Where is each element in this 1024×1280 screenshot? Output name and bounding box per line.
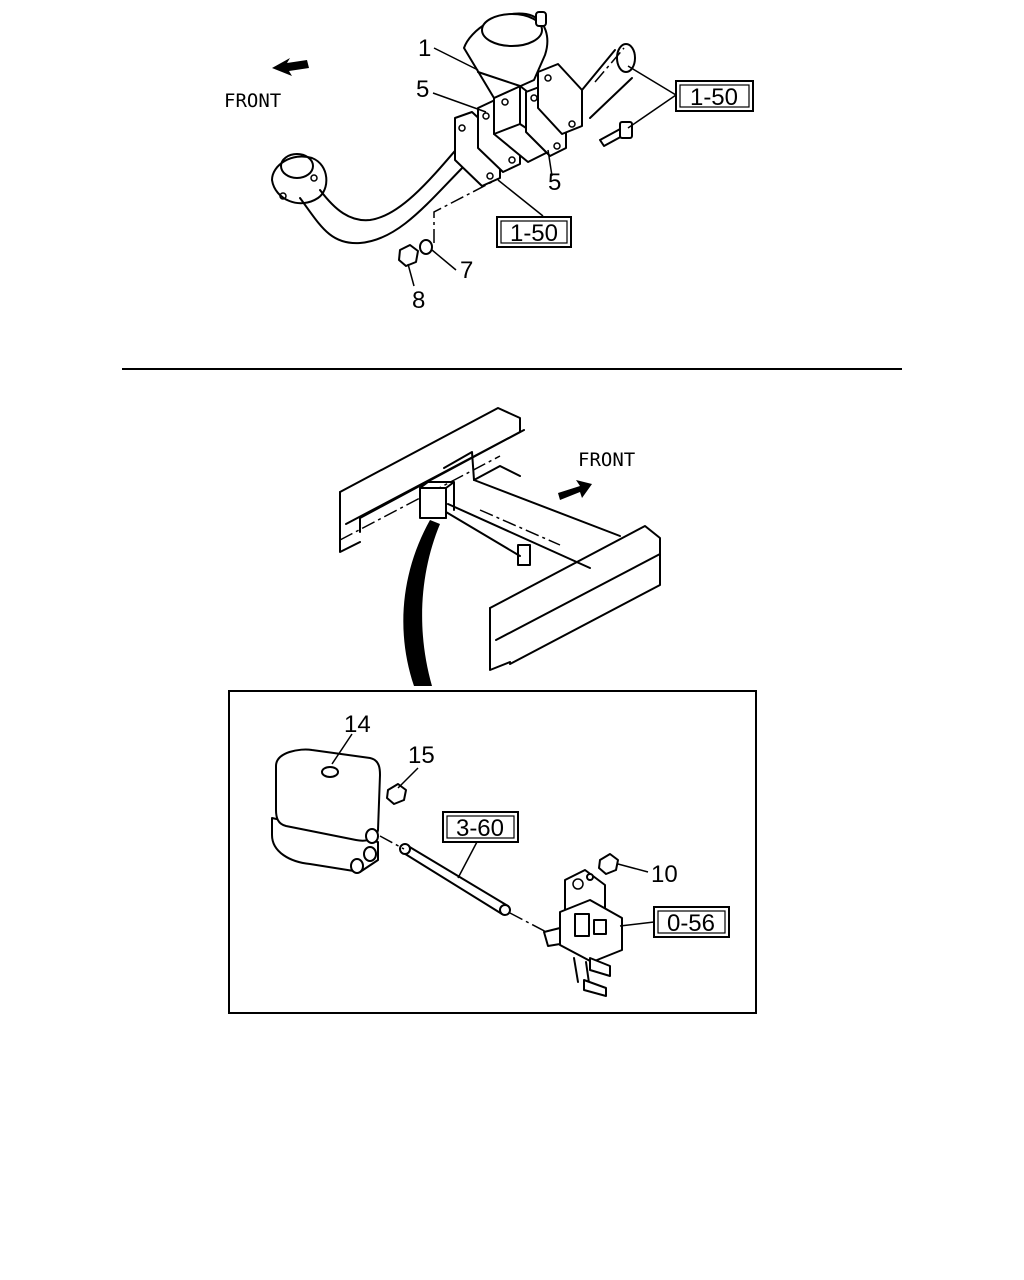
flange-bolt-icon (599, 121, 633, 147)
part-label-5-right: 5 (548, 169, 561, 196)
nut-icon (398, 244, 419, 267)
nut-icon-15 (386, 783, 407, 805)
top-exploded-view: FRONT (224, 11, 754, 314)
part-label-15: 15 (408, 742, 435, 769)
actuator-chamber (463, 11, 549, 99)
ref-box-3-60: 3-60 (442, 811, 519, 843)
exhaust-pipe (271, 144, 471, 245)
ref-box-top-bottom: 1-50 (496, 216, 572, 248)
pipe-flange-right (537, 43, 636, 135)
part-label-14: 14 (344, 711, 371, 738)
detail-callout-swoosh (403, 520, 440, 686)
front-arrow-icon (558, 480, 592, 500)
air-tank (271, 748, 381, 874)
part-label-10: 10 (651, 861, 678, 888)
nut-icon-10 (598, 853, 619, 875)
part-label-5-left: 5 (416, 76, 429, 103)
magnetic-valve (543, 869, 623, 997)
chassis-frame (339, 407, 661, 671)
leader-lines-bottom (331, 733, 655, 927)
stud-centerline (433, 181, 493, 243)
part-label-8: 8 (412, 287, 425, 314)
bottom-frame-view: FRONT (228, 407, 757, 1014)
svg-text:0-56: 0-56 (667, 910, 715, 937)
ref-box-0-56: 0-56 (653, 906, 730, 938)
air-hose (379, 835, 553, 936)
ref-box-top-right: 1-50 (675, 80, 754, 112)
front-label-bottom: FRONT (578, 449, 635, 471)
part-label-1: 1 (418, 35, 431, 62)
washer-icon (419, 239, 433, 255)
leader-lines-top (407, 47, 677, 287)
front-label-top: FRONT (224, 90, 281, 112)
front-arrow-icon (272, 58, 309, 76)
svg-text:1-50: 1-50 (510, 220, 558, 247)
svg-text:3-60: 3-60 (456, 815, 504, 842)
svg-text:1-50: 1-50 (690, 84, 738, 111)
part-label-7: 7 (460, 257, 473, 284)
